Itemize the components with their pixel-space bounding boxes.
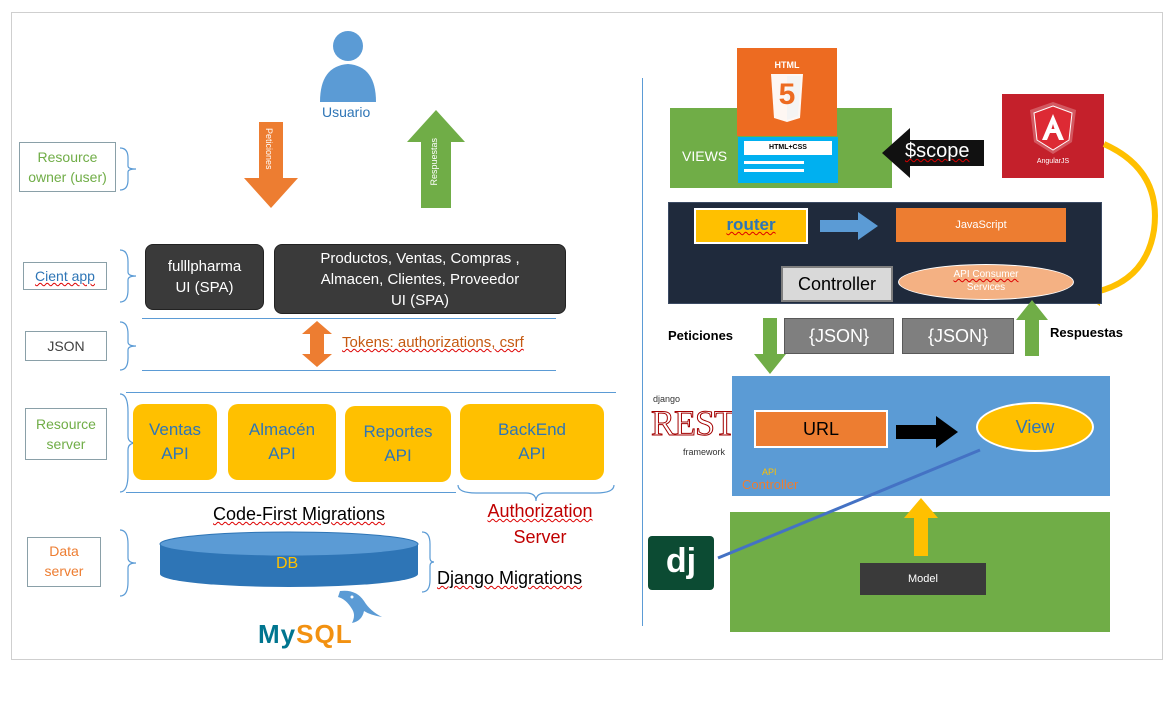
url-view-arrow bbox=[896, 416, 958, 448]
controller-box: Controller bbox=[781, 266, 893, 302]
api-controller-label: API Controller bbox=[742, 467, 799, 492]
code-first-label: Code-First Migrations bbox=[213, 504, 386, 524]
django-migrations-label: Django Migrations bbox=[437, 568, 583, 588]
mysql-logo: MySQL bbox=[252, 585, 392, 657]
peticiones-label: Peticiones bbox=[264, 128, 274, 170]
data-server-box: Data server bbox=[27, 537, 101, 587]
api-backend: BackEnd API bbox=[460, 404, 604, 480]
scope-arrow bbox=[882, 128, 984, 178]
spa-modules: Productos, Ventas, Compras , Almacen, Cl… bbox=[274, 244, 566, 314]
right-peticiones-label: Peticiones bbox=[668, 328, 734, 343]
brace-owner bbox=[118, 146, 138, 197]
brace-db bbox=[420, 530, 436, 599]
spa-fullpharma: fulllpharma UI (SPA) bbox=[145, 244, 264, 310]
right-respuestas-label: Respuestas bbox=[1050, 325, 1123, 340]
api-consumer-ellipse: API Consumer Services bbox=[898, 264, 1074, 300]
router-arrow bbox=[820, 212, 878, 240]
html5-logo: HTML 5 bbox=[737, 48, 837, 136]
api-reportes: Reportes API bbox=[345, 406, 451, 482]
django-logo: dj bbox=[648, 536, 714, 590]
json-box-1: {JSON} bbox=[784, 318, 894, 354]
django-rest-logo: django REST framework bbox=[650, 394, 736, 457]
model-box: Model bbox=[860, 563, 986, 595]
usuario-label: Usuario bbox=[322, 104, 371, 120]
json-box-2: {JSON} bbox=[902, 318, 1014, 354]
tokens-label: Tokens: authorizations, csrf bbox=[342, 334, 524, 351]
mysql-text: MySQL bbox=[258, 619, 353, 649]
angularjs-logo: AngularJS bbox=[1002, 94, 1104, 178]
brace-authorization bbox=[456, 483, 618, 510]
respuestas-label: Respuestas bbox=[429, 138, 439, 186]
json-box: JSON bbox=[25, 331, 107, 361]
right-respuestas-arrow bbox=[1016, 300, 1048, 356]
html-css-card: HTML+CSS bbox=[738, 137, 838, 183]
api-ventas: Ventas API bbox=[133, 404, 217, 480]
views-label: VIEWS bbox=[682, 148, 728, 164]
javascript-box: JavaScript bbox=[896, 208, 1066, 242]
django-view-connector bbox=[714, 446, 984, 566]
json-line-bottom bbox=[142, 370, 556, 371]
authorization-server-label: Authorization Server bbox=[487, 501, 593, 547]
db-label: DB bbox=[276, 555, 299, 572]
right-peticiones-arrow bbox=[754, 318, 786, 374]
tokens-double-arrow bbox=[302, 321, 332, 367]
peticiones-down-arrow bbox=[244, 122, 298, 208]
url-box: URL bbox=[754, 410, 888, 448]
model-up-arrow bbox=[904, 498, 938, 556]
brace-data bbox=[118, 528, 138, 603]
db-cylinder bbox=[158, 530, 420, 590]
api-almacen: Almacén API bbox=[228, 404, 336, 480]
view-ellipse: View bbox=[976, 402, 1094, 452]
resource-line-top bbox=[126, 392, 616, 393]
json-line-top bbox=[142, 318, 556, 319]
resource-server-box: Resource server bbox=[25, 408, 107, 460]
respuestas-up-arrow bbox=[407, 110, 465, 208]
resource-owner-box: Resource owner (user) bbox=[19, 142, 116, 192]
scope-label: $scope bbox=[905, 140, 970, 162]
router-box: router bbox=[694, 208, 808, 244]
resource-line-bottom bbox=[126, 492, 456, 493]
client-app-box: Cient app bbox=[23, 262, 107, 290]
brace-json bbox=[118, 320, 138, 377]
brace-client bbox=[118, 248, 138, 309]
user-icon bbox=[318, 30, 378, 105]
center-divider bbox=[642, 78, 643, 626]
